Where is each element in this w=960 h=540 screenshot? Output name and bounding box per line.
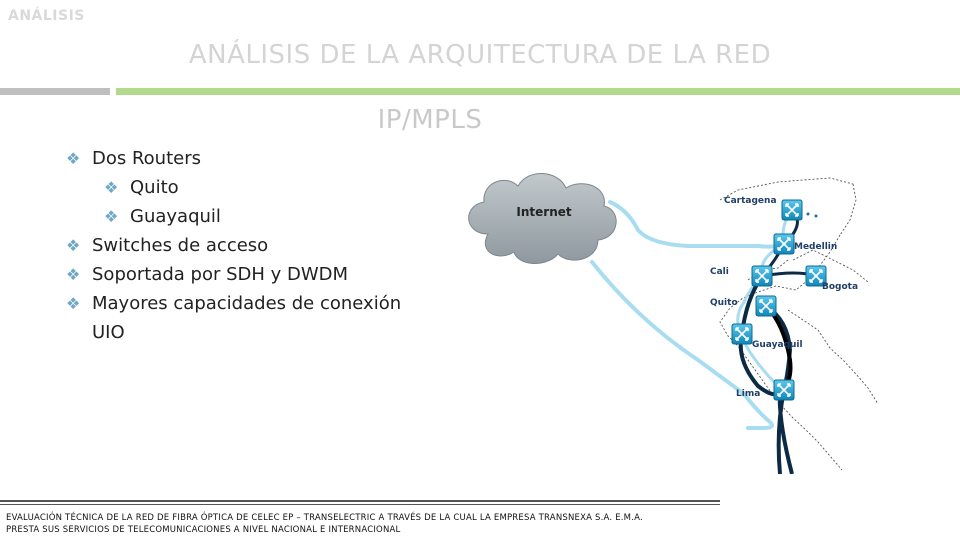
node-label-guayaquil: Guayaquil bbox=[752, 340, 803, 350]
router-cartagena-icon bbox=[781, 199, 803, 221]
router-guayaquil-icon bbox=[731, 323, 753, 345]
bullet-subitem: ❖ Quito bbox=[66, 173, 426, 202]
slide-subtitle: IP/MPLS bbox=[377, 105, 483, 135]
node-label-cartagena: Cartagena bbox=[724, 196, 777, 206]
bullet-diamond-icon: ❖ bbox=[104, 178, 119, 197]
node-label-bogota: Bogota bbox=[822, 282, 858, 292]
node-label-quito: Quito bbox=[710, 298, 738, 308]
bullet-text: Dos Routers bbox=[92, 148, 202, 169]
network-map-diagram: Internet Cartagena Medellin Cali Bogota … bbox=[468, 160, 898, 474]
bullet-diamond-icon: ❖ bbox=[66, 236, 81, 255]
bullet-list: ❖ Dos Routers ❖ Quito ❖ Guayaquil ❖ Swit… bbox=[66, 144, 426, 347]
bullet-item: ❖ Switches de acceso bbox=[66, 231, 426, 260]
bullet-text: Mayores capacidades de conexión UIO bbox=[92, 293, 402, 343]
bullet-diamond-icon: ❖ bbox=[66, 149, 81, 168]
router-cali-icon bbox=[751, 265, 773, 287]
backbone-dark-east bbox=[764, 304, 793, 474]
map-dot bbox=[814, 214, 818, 218]
bullet-text: Quito bbox=[130, 177, 179, 198]
footer-line-2: PRESTA SUS SERVICIOS DE TELECOMUNICACION… bbox=[6, 525, 401, 535]
router-lima-icon bbox=[773, 379, 795, 401]
map-background bbox=[710, 160, 898, 474]
node-label-cali: Cali bbox=[710, 267, 729, 277]
country-borders bbox=[719, 177, 879, 471]
header-rule-gray bbox=[0, 88, 110, 95]
footer-line-1: EVALUACIÓN TÉCNICA DE LA RED DE FIBRA ÓP… bbox=[6, 513, 643, 523]
bullet-item: ❖ Dos Routers bbox=[66, 144, 426, 173]
header-rule-green bbox=[116, 88, 960, 95]
router-medellin-icon bbox=[773, 233, 795, 255]
backbone-north-dark bbox=[758, 208, 817, 279]
node-label-lima: Lima bbox=[736, 389, 760, 399]
slide-title: ANÁLISIS DE LA ARQUITECTURA DE LA RED bbox=[188, 40, 772, 70]
internet-cloud-icon bbox=[468, 173, 617, 264]
router-quito-icon bbox=[755, 295, 777, 317]
node-label-medellin: Medellin bbox=[794, 242, 837, 252]
cloud-label: Internet bbox=[516, 205, 571, 219]
map-dot bbox=[806, 212, 810, 216]
footer-rule-thin bbox=[0, 504, 720, 505]
bullet-text: Switches de acceso bbox=[92, 235, 269, 256]
section-label: ANÁLISIS bbox=[8, 8, 85, 24]
footer-rule bbox=[0, 500, 720, 502]
bullet-item: ❖ Mayores capacidades de conexión UIO bbox=[66, 289, 426, 347]
bullet-subitem: ❖ Guayaquil bbox=[66, 202, 426, 231]
bullet-diamond-icon: ❖ bbox=[104, 207, 119, 226]
bullet-diamond-icon: ❖ bbox=[66, 294, 81, 313]
bullet-diamond-icon: ❖ bbox=[66, 265, 81, 284]
internet-link-south bbox=[590, 260, 774, 430]
bullet-item: ❖ Soportada por SDH y DWDM bbox=[66, 260, 426, 289]
bullet-text: Guayaquil bbox=[130, 206, 221, 227]
bullet-text: Soportada por SDH y DWDM bbox=[92, 264, 349, 285]
internet-link-north bbox=[608, 200, 786, 249]
footer-text: EVALUACIÓN TÉCNICA DE LA RED DE FIBRA ÓP… bbox=[6, 512, 746, 536]
